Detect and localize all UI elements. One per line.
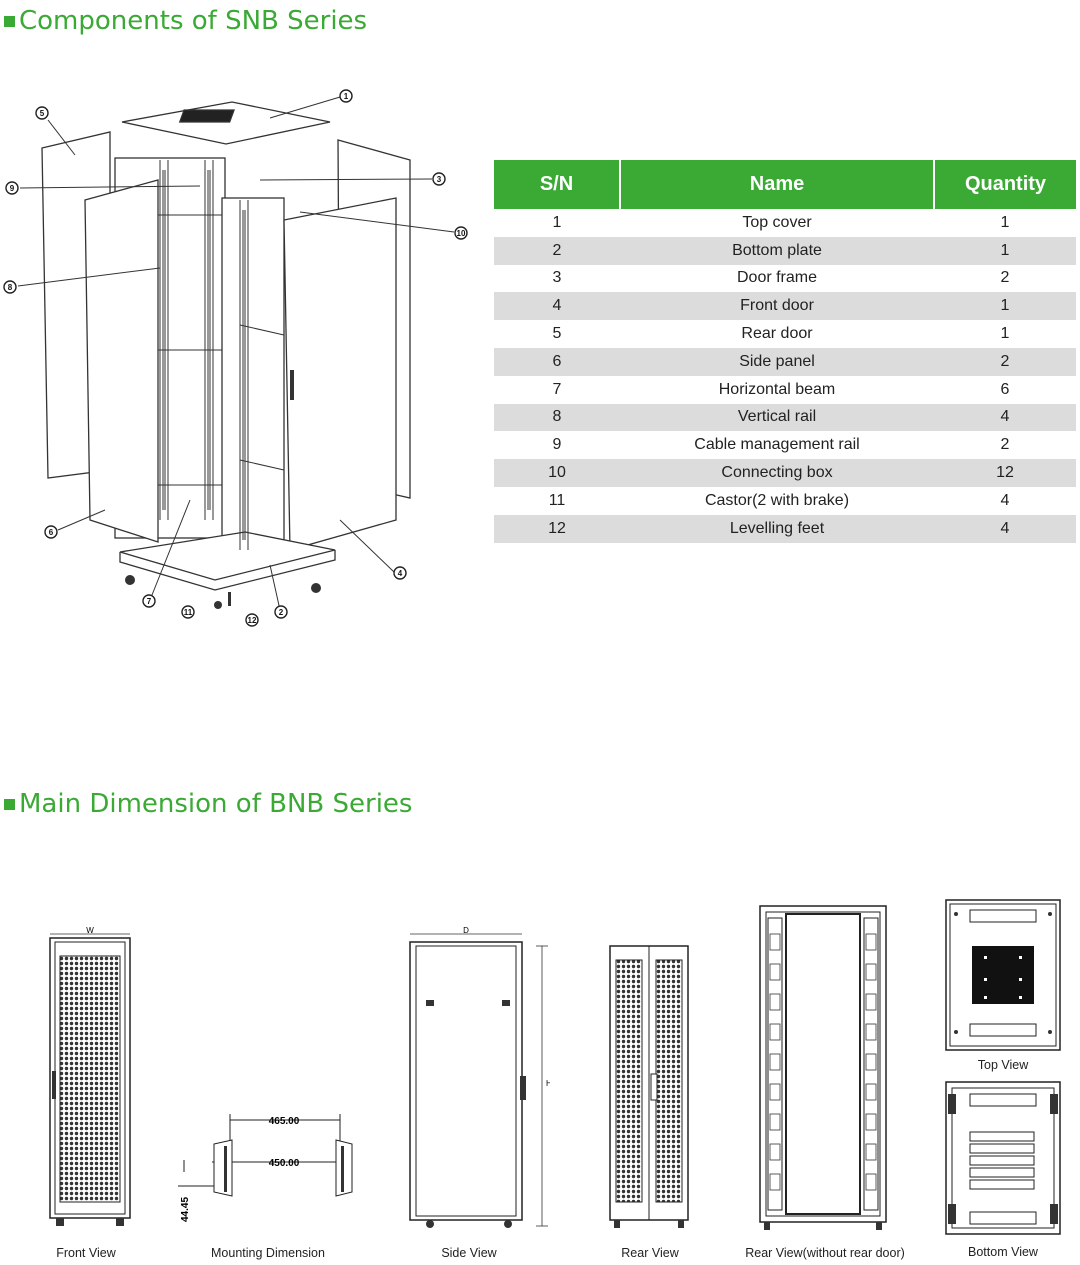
cell-sn: 7: [552, 380, 562, 398]
bottom-view-drawing: [945, 1081, 1061, 1235]
table-row: 11 Castor(2 with brake) 4: [494, 487, 1076, 515]
front-frame: [221, 197, 285, 559]
callout-label: 11: [184, 608, 193, 617]
cell-qty: 12: [934, 459, 1076, 487]
callout-label: 1: [344, 92, 349, 101]
callout-label: 9: [10, 184, 15, 193]
dimension-title-text: Main Dimension of BNB Series: [19, 789, 413, 819]
side-view-caption: Side View: [441, 1246, 497, 1260]
cell-qty: 4: [934, 403, 1076, 432]
cell-sn: 1: [552, 213, 562, 231]
front-view-caption: Front View: [56, 1246, 116, 1260]
dimension-section-title: Main Dimension of BNB Series: [4, 789, 412, 819]
mount-inner-dimension: 450.00: [269, 1158, 300, 1169]
cell-name: Door frame: [736, 269, 818, 287]
front-view-drawing: W: [49, 926, 131, 1226]
callout-label: 5: [40, 109, 45, 118]
cell-name: Side panel: [620, 347, 934, 376]
header-quantity: Quantity: [934, 160, 1076, 209]
callout-label: 2: [279, 608, 284, 617]
mount-unit-dimension: 44.45: [180, 1197, 191, 1222]
top-cover: [121, 101, 331, 145]
top-view-caption: Top View: [977, 1058, 1029, 1072]
callout-label: 6: [49, 528, 54, 537]
width-label: W: [86, 926, 94, 935]
bottom-view-caption: Bottom View: [968, 1245, 1038, 1259]
mount-outer-dimension: 465.00: [269, 1116, 300, 1127]
header-sn: S/N: [494, 160, 621, 209]
callout-label: 7: [147, 597, 152, 606]
cell-qty: 4: [934, 514, 1076, 543]
cell-sn: 11: [548, 491, 566, 509]
square-bullet-icon: [4, 15, 15, 27]
cell-name: Top cover: [742, 213, 812, 231]
exploded-cabinet-drawing: 1 5 9 3 10 8 6 7 11 12 2 4: [3, 89, 468, 627]
cell-sn: 6: [494, 347, 620, 376]
cell-name: Castor(2 with brake): [704, 491, 850, 509]
table-row: 5 Rear door 1: [494, 320, 1076, 348]
cell-name: Bottom plate: [620, 236, 934, 265]
table-row: 9 Cable management rail 2: [494, 431, 1076, 459]
table-header-row: S/N Name Quantity: [494, 160, 1076, 209]
mounting-dimension-caption: Mounting Dimension: [211, 1246, 325, 1260]
callout-label: 4: [398, 569, 403, 578]
cell-qty: 1: [1000, 325, 1010, 343]
rear-view-open-drawing: [759, 905, 887, 1230]
cell-sn: 5: [552, 325, 562, 343]
cell-name: Levelling feet: [620, 514, 934, 543]
cell-name: Connecting box: [620, 459, 934, 487]
header-name: Name: [620, 160, 935, 209]
cell-qty: 6: [1000, 380, 1010, 398]
cell-name: Horizontal beam: [718, 380, 836, 398]
table-row: 1 Top cover 1: [494, 209, 1076, 237]
callout-label: 8: [8, 283, 13, 292]
side-view-drawing: D H: [409, 926, 550, 1228]
table-row: 7 Horizontal beam 6: [494, 376, 1076, 404]
cell-name: Cable management rail: [694, 436, 860, 454]
cell-sn: 3: [552, 269, 562, 287]
cell-qty: 4: [1000, 491, 1010, 509]
callout-label: 10: [457, 229, 466, 238]
square-bullet-icon: [4, 798, 15, 810]
table-row: 3 Door frame 2: [494, 265, 1076, 293]
cell-sn: 10: [494, 459, 620, 487]
cell-name: Rear door: [741, 325, 813, 343]
top-view-drawing: [945, 899, 1061, 1051]
cell-qty: 1: [1000, 213, 1010, 231]
cell-sn: 8: [494, 403, 620, 432]
front-door: [283, 197, 397, 551]
rear-view-open-caption: Rear View(without rear door): [745, 1246, 905, 1260]
cell-qty: 1: [934, 236, 1076, 265]
cell-qty: 2: [1000, 436, 1010, 454]
cell-name: Vertical rail: [620, 403, 934, 432]
cell-qty: 2: [1000, 269, 1010, 287]
mounting-dimension-drawing: 465.00 450.00 44.45: [178, 1114, 353, 1222]
cell-name: Front door: [620, 292, 934, 321]
cell-sn: 2: [494, 236, 620, 265]
cell-qty: 1: [934, 292, 1076, 321]
components-title-text: Components of SNB Series: [19, 6, 368, 36]
cell-sn: 12: [494, 514, 620, 543]
cell-sn: 9: [552, 436, 562, 454]
callout-label: 3: [437, 175, 442, 184]
components-section-title: Components of SNB Series: [4, 6, 367, 36]
cell-sn: 4: [494, 292, 620, 321]
height-label: H: [546, 1079, 550, 1088]
side-panel-left: [84, 179, 159, 543]
cell-qty: 2: [934, 347, 1076, 376]
rear-view-drawing: [609, 945, 689, 1228]
rear-view-caption: Rear View: [621, 1246, 679, 1260]
depth-label: D: [463, 926, 469, 935]
callout-label: 12: [248, 616, 257, 625]
